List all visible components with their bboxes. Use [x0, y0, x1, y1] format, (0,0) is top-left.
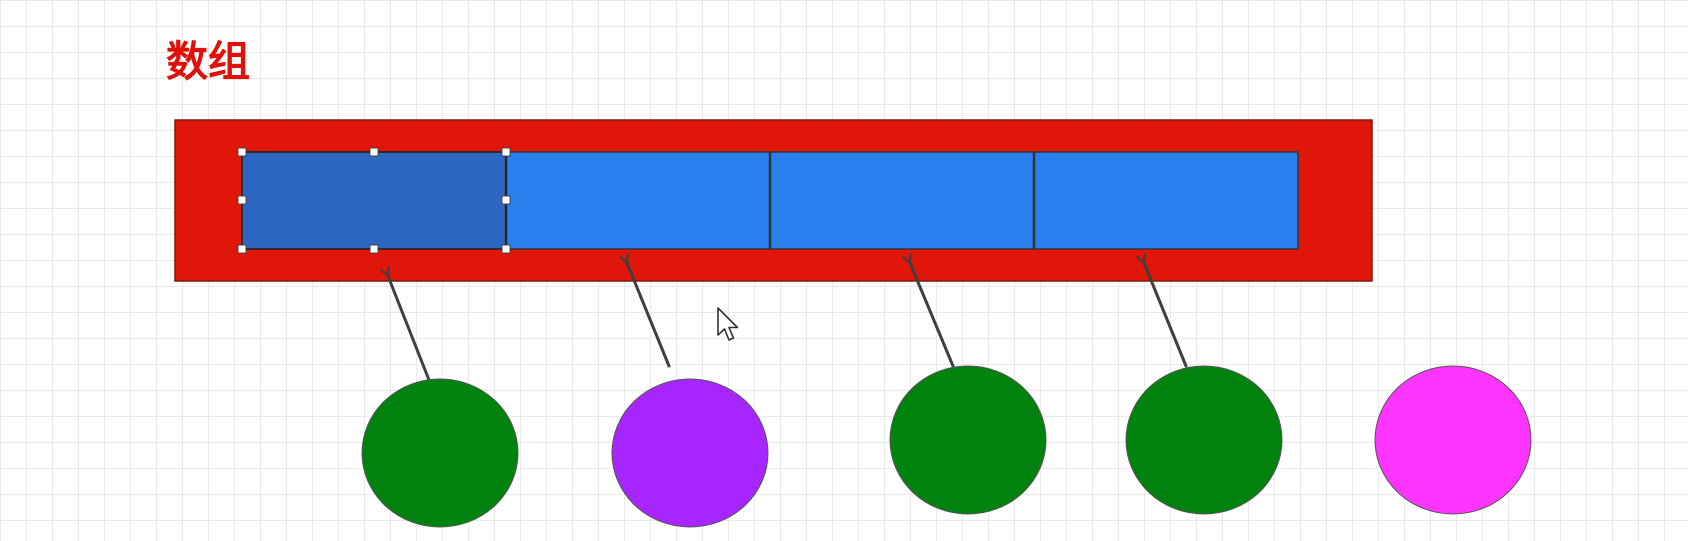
array-cell-2[interactable] — [769, 151, 1035, 250]
object-circle-4[interactable] — [1125, 365, 1283, 515]
resize-handle-icon[interactable] — [237, 195, 247, 205]
object-circle-5[interactable] — [1374, 365, 1532, 515]
reference-arrow-1[interactable] — [388, 276, 431, 382]
reference-arrow-3[interactable] — [910, 263, 955, 368]
array-cell-3[interactable] — [1033, 151, 1299, 250]
object-circle-1[interactable] — [361, 378, 519, 528]
resize-handle-icon[interactable] — [501, 244, 511, 254]
reference-arrow-2[interactable] — [627, 263, 671, 368]
resize-handle-icon[interactable] — [237, 244, 247, 254]
array-cell-1[interactable] — [505, 151, 771, 250]
object-circle-3[interactable] — [889, 365, 1047, 515]
resize-handle-icon[interactable] — [369, 244, 379, 254]
resize-handle-icon[interactable] — [237, 147, 247, 157]
resize-handle-icon[interactable] — [501, 147, 511, 157]
reference-arrow-4[interactable] — [1144, 263, 1188, 368]
array-cell-0[interactable] — [241, 151, 507, 250]
diagram-title: 数组 — [166, 37, 251, 86]
resize-handle-icon[interactable] — [369, 147, 379, 157]
resize-handle-icon[interactable] — [501, 195, 511, 205]
selection-handles — [237, 147, 511, 254]
object-circle-2[interactable] — [611, 378, 769, 528]
mouse-pointer-icon — [717, 307, 739, 341]
